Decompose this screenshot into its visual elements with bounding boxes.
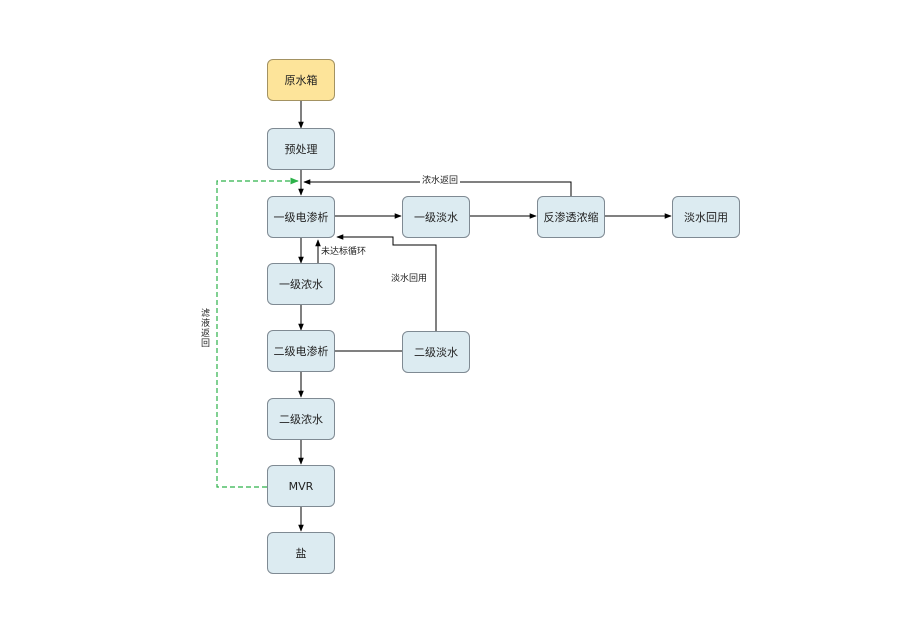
node-ed1: 一级电渗析 <box>267 196 335 238</box>
node-mvr: MVR <box>267 465 335 507</box>
node-raw-tank: 原水箱 <box>267 59 335 101</box>
label-filtrate-return: 滤液返回 <box>199 308 209 348</box>
node-pretreatment: 预处理 <box>267 128 335 170</box>
node-conc2: 二级浓水 <box>267 398 335 440</box>
edge-ro-conc-return <box>303 179 572 196</box>
edge-mvr-filtrate-return <box>216 177 299 488</box>
label-fresh-reuse: 淡水回用 <box>391 274 428 284</box>
edge-fresh2-to-ed1 <box>336 234 437 331</box>
label-conc-return: 浓水返回 <box>420 176 461 187</box>
node-ed2: 二级电渗析 <box>267 330 335 372</box>
label-uncompliant-cycle: 未达标循环 <box>321 247 367 257</box>
node-ro: 反渗透浓缩 <box>537 196 605 238</box>
node-reuse: 淡水回用 <box>672 196 740 238</box>
node-fresh2: 二级淡水 <box>402 331 470 373</box>
node-salt: 盐 <box>267 532 335 574</box>
node-conc1: 一级浓水 <box>267 263 335 305</box>
node-fresh1: 一级淡水 <box>402 196 470 238</box>
